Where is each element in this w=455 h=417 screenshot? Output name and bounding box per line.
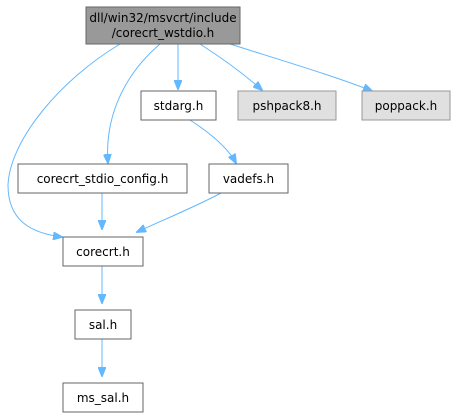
node-corecrt-wstdio[interactable]: dll/win32/msvcrt/include /corecrt_wstdio… bbox=[85, 6, 241, 45]
edge-vadefs-to-corecrt bbox=[137, 191, 224, 232]
node-corecrt-wstdio-path: dll/win32/msvcrt/include bbox=[89, 11, 236, 25]
node-corecrt-label: corecrt.h bbox=[76, 245, 130, 259]
node-corecrt-stdio-config-label: corecrt_stdio_config.h bbox=[37, 172, 169, 186]
node-vadefs[interactable]: vadefs.h bbox=[208, 163, 289, 194]
node-corecrt[interactable]: corecrt.h bbox=[62, 236, 144, 267]
node-sal-label: sal.h bbox=[89, 318, 117, 332]
node-ms-sal-label: ms_sal.h bbox=[77, 391, 129, 405]
node-corecrt-stdio-config[interactable]: corecrt_stdio_config.h bbox=[17, 163, 188, 194]
node-poppack: poppack.h bbox=[361, 90, 451, 121]
edge-root-to-corecrt-stdio-config bbox=[108, 43, 161, 163]
node-ms-sal[interactable]: ms_sal.h bbox=[62, 382, 144, 413]
edge-stdarg-to-vadefs bbox=[189, 119, 236, 163]
node-pshpack8-label: pshpack8.h bbox=[252, 99, 321, 113]
node-stdarg-label: stdarg.h bbox=[154, 99, 204, 113]
node-poppack-label: poppack.h bbox=[375, 99, 438, 113]
node-corecrt-wstdio-filename: /corecrt_wstdio.h bbox=[112, 26, 215, 40]
edge-root-to-corecrt bbox=[7, 43, 121, 237]
node-stdarg[interactable]: stdarg.h bbox=[140, 90, 217, 121]
edge-root-to-pshpack8 bbox=[199, 43, 262, 90]
node-vadefs-label: vadefs.h bbox=[223, 172, 274, 186]
node-pshpack8: pshpack8.h bbox=[237, 90, 337, 121]
edge-root-to-poppack bbox=[229, 43, 372, 91]
node-sal[interactable]: sal.h bbox=[74, 309, 132, 340]
